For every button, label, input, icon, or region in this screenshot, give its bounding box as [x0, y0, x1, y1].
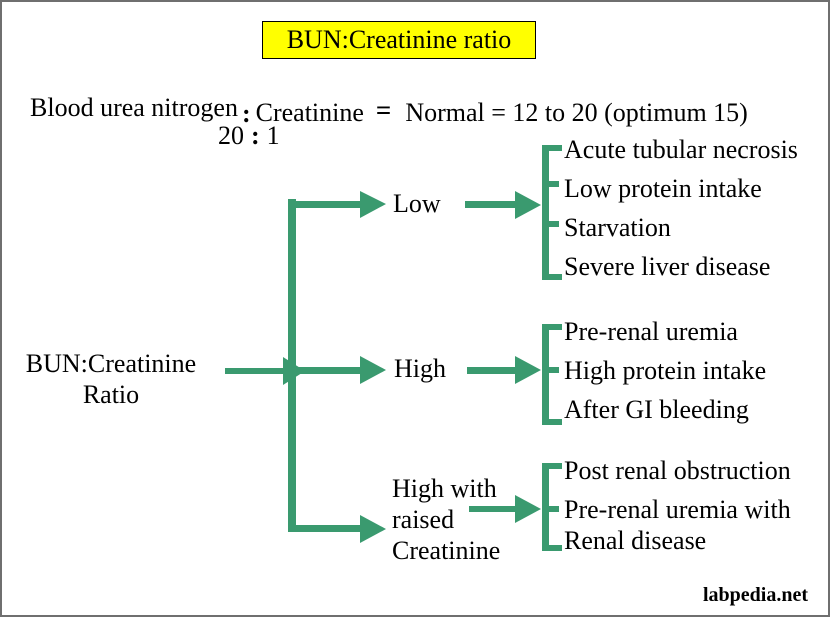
- bracket2-bottom-tick: [549, 419, 562, 425]
- bracket1-bottom-tick: [549, 274, 562, 280]
- list-item: Pre-renal uremia with Renal disease: [564, 495, 791, 555]
- formula-lhs: Blood urea nitrogen: [30, 93, 238, 122]
- list-item: Low protein intake: [564, 174, 762, 203]
- branch-label-low: Low: [393, 189, 441, 218]
- root-label-line2: Ratio: [82, 380, 140, 409]
- branch-label-high: High: [394, 354, 446, 383]
- hwrc-arrow-head: [360, 515, 386, 543]
- list-item: Starvation: [564, 213, 671, 242]
- hwrc-bracket-arrow-line: [469, 506, 515, 512]
- watermark-labpedia: labpedia.net: [703, 584, 809, 606]
- root-label-line1: BUN:Creatinine: [25, 349, 197, 378]
- list-item: Post renal obstruction: [564, 456, 791, 485]
- low-arrow-head: [360, 191, 386, 218]
- high-arrow-line: [288, 367, 360, 374]
- low-bracket-arrow-head: [515, 191, 541, 219]
- root-node-label: BUN:Creatinine Ratio: [8, 348, 214, 410]
- high-raised-creatinine-causes-list: Post renal obstruction Pre-renal uremia …: [564, 455, 828, 564]
- high-causes-list: Pre-renal uremia High protein intake Aft…: [564, 316, 766, 433]
- ratio-right: 1: [266, 121, 280, 150]
- high-bracket-arrow-line: [467, 367, 515, 374]
- bracket2-bar: [542, 324, 549, 425]
- root-arrow-line: [225, 368, 283, 374]
- bracket3-bottom-tick: [549, 545, 562, 551]
- formula-normal-range: Normal = 12 to 20 (optimum 15): [405, 98, 748, 127]
- ratio-line: 20:1: [218, 121, 280, 151]
- list-item: Pre-renal uremia: [564, 317, 738, 346]
- low-arrow-line: [288, 201, 360, 208]
- low-causes-list: Acute tubular necrosis Low protein intak…: [564, 134, 798, 290]
- bracket1-tick: [549, 221, 559, 227]
- low-bracket-arrow-line: [465, 201, 515, 208]
- list-item: After GI bleeding: [564, 395, 749, 424]
- high-bracket-arrow-head: [515, 356, 541, 384]
- bracket2-tick: [549, 367, 559, 373]
- formula-rhs: Creatinine: [255, 98, 364, 127]
- hwrc-arrow-line: [288, 525, 360, 532]
- high-arrow-head: [360, 356, 386, 384]
- list-item: Acute tubular necrosis: [564, 135, 798, 164]
- bracket1-bar: [542, 145, 549, 280]
- branch-label-high-raised-creatinine: High with raised Creatinine: [392, 474, 501, 565]
- hwrc-bracket-arrow-head: [515, 495, 541, 523]
- formula-equals: =: [375, 95, 392, 125]
- list-item: Severe liver disease: [564, 252, 771, 281]
- bracket3-tick: [549, 506, 559, 512]
- formula-line: Blood urea nitrogen:Creatinine = Normal = …: [30, 92, 748, 128]
- bracket1-tick: [549, 181, 559, 187]
- list-item: High protein intake: [564, 356, 767, 385]
- formula-colon: :: [241, 99, 251, 128]
- ratio-colon: :: [251, 121, 260, 150]
- bracket2-top-tick: [549, 324, 562, 330]
- page-title: BUN:Creatinine ratio: [262, 21, 536, 59]
- bracket3-top-tick: [549, 463, 562, 469]
- bracket1-top-tick: [549, 145, 562, 151]
- ratio-left: 20: [218, 121, 244, 150]
- bracket3-bar: [542, 463, 549, 551]
- connector-lines: [225, 145, 562, 551]
